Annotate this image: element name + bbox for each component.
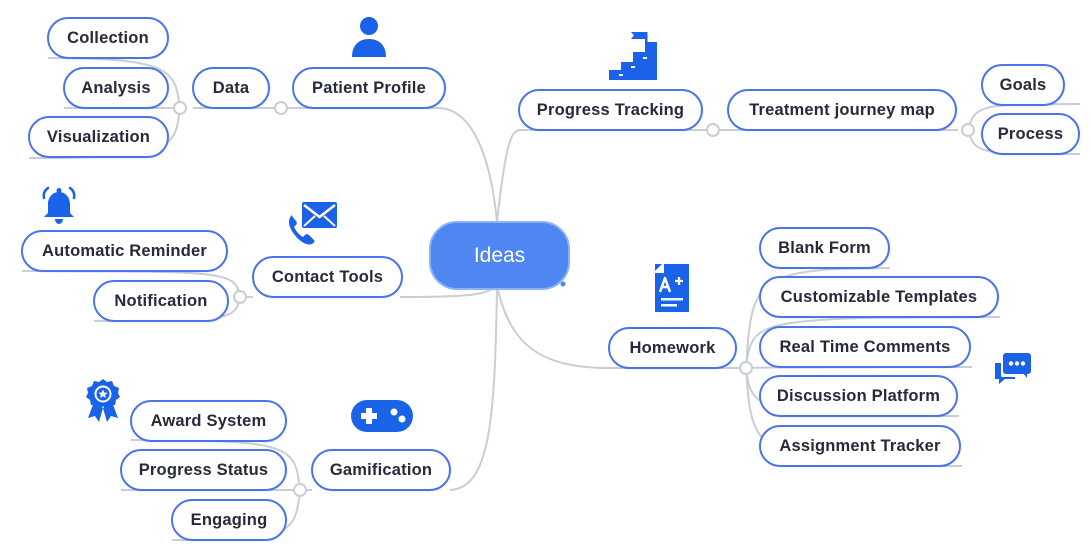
collapse-toggle-homework bbox=[739, 361, 753, 375]
bell-icon bbox=[42, 186, 76, 224]
collapse-toggle-contact-tools bbox=[233, 290, 247, 304]
topic-customizable-templates[interactable]: Customizable Templates bbox=[759, 276, 999, 318]
topic-patient-profile-label: Patient Profile bbox=[312, 78, 426, 97]
topic-engaging[interactable]: Engaging bbox=[171, 499, 287, 541]
topic-gamification-label: Gamification bbox=[329, 460, 433, 479]
root-topic-label: Ideas bbox=[473, 243, 526, 267]
connector-root-progress-tracking bbox=[496, 129, 521, 223]
topic-real-time-comments-label: Real Time Comments bbox=[779, 337, 951, 356]
collapse-toggle-journey bbox=[961, 123, 975, 137]
topic-automatic-reminder[interactable]: Automatic Reminder bbox=[21, 230, 228, 272]
collapse-toggle-gamification bbox=[293, 483, 307, 497]
connector-root-patient-profile bbox=[439, 107, 498, 223]
topic-blank-form-label: Blank Form bbox=[778, 238, 871, 257]
topic-data[interactable]: Data bbox=[192, 67, 270, 109]
topic-notification-label: Notification bbox=[114, 291, 208, 310]
topic-progress-status-label: Progress Status bbox=[138, 460, 269, 479]
topic-process[interactable]: Process bbox=[981, 113, 1080, 155]
topic-collection-label: Collection bbox=[67, 28, 149, 47]
collapse-toggle-data bbox=[173, 101, 187, 115]
phone-mail-icon bbox=[289, 202, 337, 245]
topic-analysis-label: Analysis bbox=[81, 78, 151, 97]
topic-treatment-journey-map[interactable]: Treatment journey map bbox=[727, 89, 957, 131]
topic-assignment-tracker[interactable]: Assignment Tracker bbox=[759, 425, 961, 467]
topic-goals[interactable]: Goals bbox=[981, 64, 1065, 106]
topic-patient-profile[interactable]: Patient Profile bbox=[292, 67, 446, 109]
person-icon bbox=[352, 17, 386, 57]
topic-contact-tools-label: Contact Tools bbox=[271, 267, 384, 286]
topic-analysis[interactable]: Analysis bbox=[63, 67, 169, 109]
collapse-toggle-patient-profile bbox=[274, 101, 288, 115]
topic-visualization[interactable]: Visualization bbox=[28, 116, 169, 158]
collapse-toggle-progress-tracking bbox=[706, 123, 720, 137]
topic-treatment-journey-map-label: Treatment journey map bbox=[749, 100, 935, 119]
connector-root-gamification bbox=[449, 285, 498, 491]
topic-award-system[interactable]: Award System bbox=[130, 400, 287, 442]
topic-visualization-label: Visualization bbox=[46, 127, 151, 146]
topic-progress-tracking-label: Progress Tracking bbox=[536, 100, 685, 119]
topic-engaging-label: Engaging bbox=[190, 510, 268, 529]
topic-homework-label: Homework bbox=[629, 338, 716, 357]
topic-homework[interactable]: Homework bbox=[608, 327, 737, 369]
topic-customizable-templates-label: Customizable Templates bbox=[780, 287, 978, 306]
topic-gamification[interactable]: Gamification bbox=[311, 449, 451, 491]
topic-process-label: Process bbox=[997, 124, 1064, 143]
topic-progress-tracking[interactable]: Progress Tracking bbox=[518, 89, 703, 131]
document-grade-icon bbox=[655, 264, 689, 312]
root-tail bbox=[560, 281, 566, 287]
topic-discussion-platform-label: Discussion Platform bbox=[776, 386, 941, 405]
topic-discussion-platform[interactable]: Discussion Platform bbox=[759, 375, 958, 417]
connector-root-homework bbox=[496, 285, 611, 369]
topic-data-label: Data bbox=[212, 78, 250, 97]
topic-contact-tools[interactable]: Contact Tools bbox=[252, 256, 403, 298]
award-icon bbox=[86, 379, 120, 422]
topic-collection[interactable]: Collection bbox=[47, 17, 169, 59]
stairs-flag-icon bbox=[609, 32, 657, 80]
topic-automatic-reminder-label: Automatic Reminder bbox=[42, 241, 207, 260]
topic-assignment-tracker-label: Assignment Tracker bbox=[779, 436, 941, 455]
topic-blank-form[interactable]: Blank Form bbox=[759, 227, 890, 269]
topic-progress-status[interactable]: Progress Status bbox=[120, 449, 287, 491]
gamepad-icon bbox=[351, 400, 413, 432]
topic-goals-label: Goals bbox=[999, 75, 1047, 94]
root-topic-ideas[interactable]: Ideas bbox=[429, 221, 570, 290]
topic-award-system-label: Award System bbox=[150, 411, 267, 430]
chat-bubbles-icon bbox=[995, 353, 1031, 384]
topic-real-time-comments[interactable]: Real Time Comments bbox=[759, 326, 971, 368]
topic-notification[interactable]: Notification bbox=[93, 280, 229, 322]
